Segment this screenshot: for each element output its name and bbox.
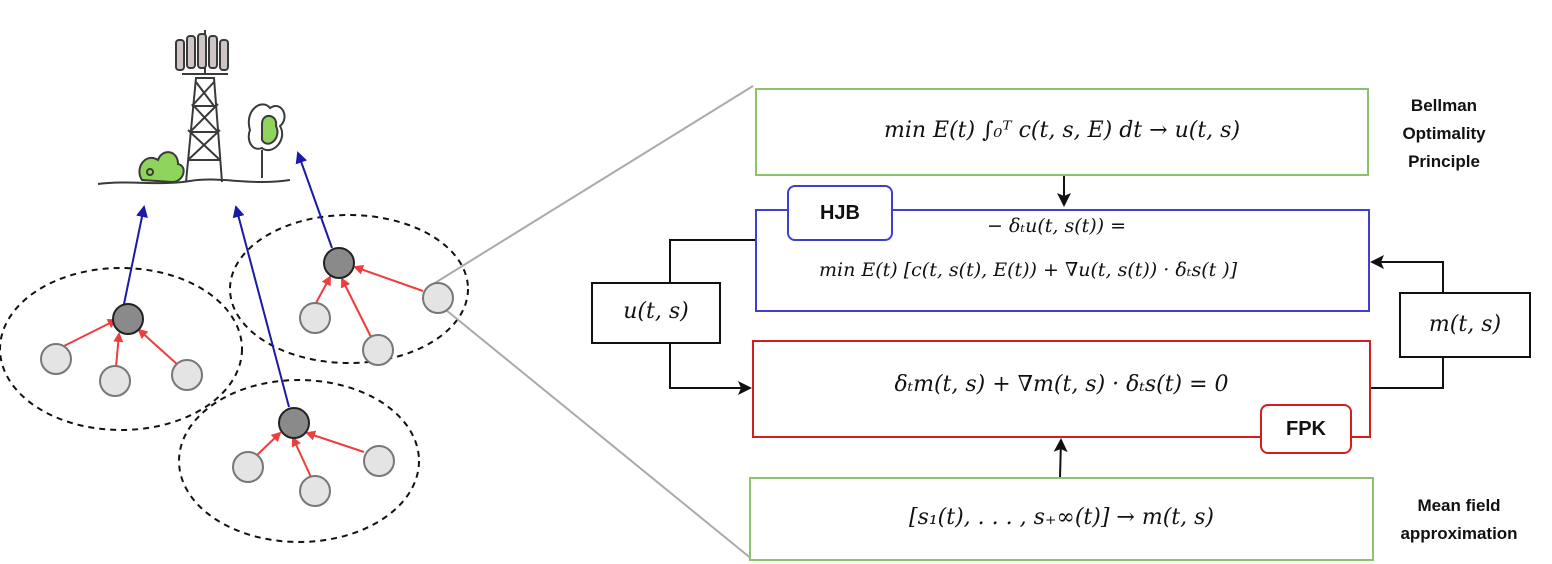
uplink-arrow [232,205,290,408]
member-node [171,359,203,391]
cluster-ellipse [229,214,469,364]
arrow-fpk-to-m [1370,358,1444,389]
local-arrow [353,264,424,292]
member-node [299,302,331,334]
member-node [422,282,454,314]
network-illustration [0,30,754,561]
m-feedback-box: m(t, s) [1399,292,1531,358]
arrow-meanfield-to-fpk [1053,438,1068,479]
mean-field-label-line-2: approximation [1400,524,1518,543]
cluster-head-node [323,247,355,279]
local-arrow [113,332,124,368]
ground-line [97,178,291,185]
mean-field-label-line-1: Mean field [1417,496,1501,515]
bellman-label-line-3: Principle [1408,152,1480,171]
cluster-ellipse [178,379,420,543]
member-node [40,343,72,375]
m-feedback-label: m(t, s) [1428,312,1502,337]
zoom-line [429,85,754,287]
arrow-hjb-to-u [669,239,755,282]
fpk-tag: FPK [1260,404,1352,454]
bellman-box: min E(t) ∫₀ᵀ c(t, s, E) dt → u(t, s) [755,88,1369,176]
bellman-label: Bellman Optimality Principle [1388,92,1500,176]
cluster-head-node [278,407,310,439]
local-arrow [137,328,179,366]
fpk-equation: δₜm(t, s) + ∇m(t, s) · δₜs(t) = 0 [894,372,1229,397]
arrow-m-to-hjb [1370,255,1444,292]
member-node [232,451,264,483]
u-feedback-label: u(t, s) [623,299,689,324]
hjb-equation-line-1: − δₜu(t, s(t)) = [987,215,1127,237]
cell-tower-icon [175,30,229,183]
mean-field-equation: [s₁(t), . . . , s₊∞(t)] → m(t, s) [908,505,1214,530]
hjb-equation-line-2: min E(t) [c(t, s(t), E(t)) + ∇u(t, s(t))… [819,259,1238,281]
local-arrow [63,319,118,347]
local-arrow [255,431,282,457]
local-arrow [341,277,372,338]
cluster-head-node [112,303,144,335]
uplink-arrow [295,151,333,249]
cluster-ellipse [0,267,243,431]
local-arrow [291,436,312,478]
zoom-line [445,309,754,561]
member-node [362,334,394,366]
member-node [363,445,395,477]
member-node [299,475,331,507]
bellman-label-line-1: Bellman [1410,96,1478,115]
hjb-tag: HJB [787,185,893,241]
mean-field-box: [s₁(t), . . . , s₊∞(t)] → m(t, s) [749,477,1374,561]
mean-field-label: Mean field approximation [1374,492,1544,548]
uplink-arrow [123,205,148,305]
arrow-u-to-fpk [669,344,752,395]
bellman-equation: min E(t) ∫₀ᵀ c(t, s, E) dt → u(t, s) [883,118,1241,143]
local-arrow [315,275,331,304]
bush-icon [247,103,286,178]
local-arrow [305,430,365,453]
u-feedback-box: u(t, s) [591,282,721,344]
member-node [99,365,131,397]
bush-icon [138,151,185,184]
bellman-label-line-2: Optimality [1402,124,1486,143]
